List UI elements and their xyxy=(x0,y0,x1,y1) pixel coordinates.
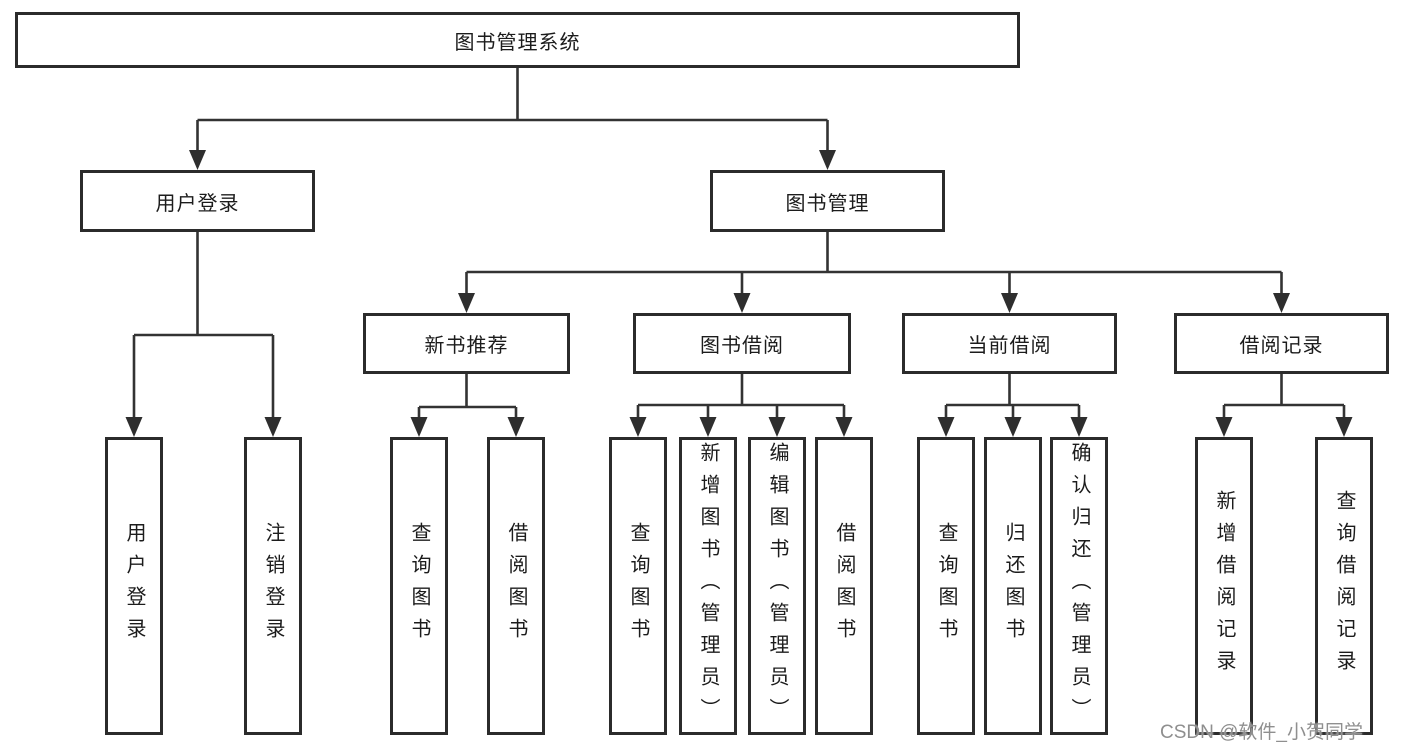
node-leaf-query-books-current: 查询图书 xyxy=(917,437,975,735)
node-leaf-add-book-admin: 新增图书（管理员） xyxy=(679,437,737,735)
node-leaf-user-login: 用户登录 xyxy=(105,437,163,735)
node-leaf-return-book: 归还图书 xyxy=(984,437,1042,735)
node-leaf-query-borrow-record: 查询借阅记录 xyxy=(1315,437,1373,735)
node-leaf-add-borrow-record: 新增借阅记录 xyxy=(1195,437,1253,735)
node-user-login: 用户登录 xyxy=(80,170,315,232)
arrowhead-icons xyxy=(125,150,1353,437)
node-new-book-recommend: 新书推荐 xyxy=(363,313,570,374)
node-leaf-query-books-borrow: 查询图书 xyxy=(609,437,667,735)
node-leaf-confirm-return-admin: 确认归还（管理员） xyxy=(1050,437,1108,735)
csdn-watermark: CSDN @软件_小贺同学 xyxy=(1160,722,1363,743)
node-leaf-logout: 注销登录 xyxy=(244,437,302,735)
node-leaf-query-books-recommend: 查询图书 xyxy=(390,437,448,735)
node-leaf-borrow-books-recommend: 借阅图书 xyxy=(487,437,545,735)
node-leaf-edit-book-admin: 编辑图书（管理员） xyxy=(748,437,806,735)
node-borrowing-records: 借阅记录 xyxy=(1174,313,1389,374)
node-leaf-borrow-books: 借阅图书 xyxy=(815,437,873,735)
node-current-borrowing: 当前借阅 xyxy=(902,313,1117,374)
node-book-management: 图书管理 xyxy=(710,170,945,232)
node-book-borrowing: 图书借阅 xyxy=(633,313,851,374)
node-library-system: 图书管理系统 xyxy=(15,12,1020,68)
